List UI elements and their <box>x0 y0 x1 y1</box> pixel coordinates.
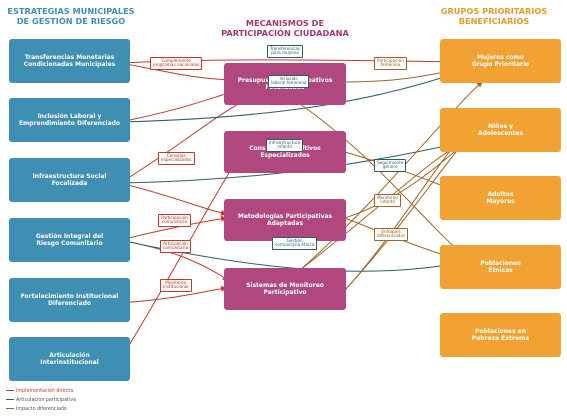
connection-label: Consejos especializados <box>158 152 195 165</box>
groups-title: GRUPOS PRIORITARIOS BENEFICIARIOS <box>440 6 548 26</box>
strategy-box[interactable]: Gestión Integral del Riesgo Comunitario <box>9 218 130 262</box>
legend-label: Impacto diferenciado <box>16 407 67 412</box>
mechanism-box[interactable]: Consejos Consultivos Especializados <box>224 131 346 173</box>
connection-label: Seguimiento género <box>374 159 407 172</box>
connection-label: Inclusión laboral femenina <box>268 75 310 88</box>
strategies-title: ESTRATEGIAS MUNICIPALES DE GESTIÓN DE RI… <box>7 6 135 26</box>
mechanisms-title: MECANISMOS DE PARTICIPACIÓN CIUDADANA <box>221 18 349 38</box>
connection-label: Gestión comunitaria étnica <box>272 237 318 250</box>
connection-label: Complemento programas nacionales <box>150 57 203 70</box>
legend-item: Implementación directa <box>6 389 73 394</box>
connection-label: Enfoques diferenciados <box>374 228 409 241</box>
legend-item: Articulación participativa <box>6 398 76 403</box>
group-box[interactable]: Adultos Mayores <box>440 176 561 220</box>
connection-label: Monitoreo institucional <box>160 279 192 292</box>
strategy-box[interactable]: Fortalecimiento Institucional Diferencia… <box>9 278 130 322</box>
legend-item: Impacto diferenciado <box>6 407 67 412</box>
connection-label: Participación femenina <box>374 57 407 70</box>
strategy-box[interactable]: Articulación Interinstitucional <box>9 337 130 381</box>
group-box[interactable]: Niños y Adolescentes <box>440 108 561 152</box>
strategy-box[interactable]: Inclusión Laboral y Emprendimiento Difer… <box>9 98 130 142</box>
group-box[interactable]: Mujeres como Grupo Prioritario <box>440 39 561 83</box>
legend-label: Implementación directa <box>16 389 74 394</box>
link-articulation <box>119 68 466 123</box>
group-box[interactable]: Poblaciones Étnicas <box>440 245 561 289</box>
strategy-box[interactable]: Transferencias Monetarias Condicionadas … <box>9 39 130 83</box>
connection-label: Articulación comunitaria <box>160 240 192 253</box>
link-impact <box>299 81 483 271</box>
link-implementation <box>119 182 227 216</box>
group-box[interactable]: Poblaciones en Pobreza Extrema <box>440 313 561 357</box>
link-implementation <box>119 147 246 361</box>
connection-label: Monitoreo infantil <box>374 194 401 207</box>
connection-label: Infraestructura infantil <box>266 139 304 152</box>
legend-label: Articulación participativa <box>16 398 77 403</box>
strategy-box[interactable]: Infraestructura Social Focalizada <box>9 158 130 202</box>
mechanism-box[interactable]: Sistemas de Monitoreo Participativo <box>224 268 346 310</box>
link-implementation <box>119 90 233 123</box>
link-implementation <box>119 285 227 304</box>
mechanism-box[interactable]: Metodologías Participativas Adaptadas <box>224 199 346 241</box>
link-implementation <box>119 62 231 83</box>
connection-label: Participación comunitaria <box>158 214 191 227</box>
connection-label: Transferencias para mujeres <box>267 45 304 58</box>
